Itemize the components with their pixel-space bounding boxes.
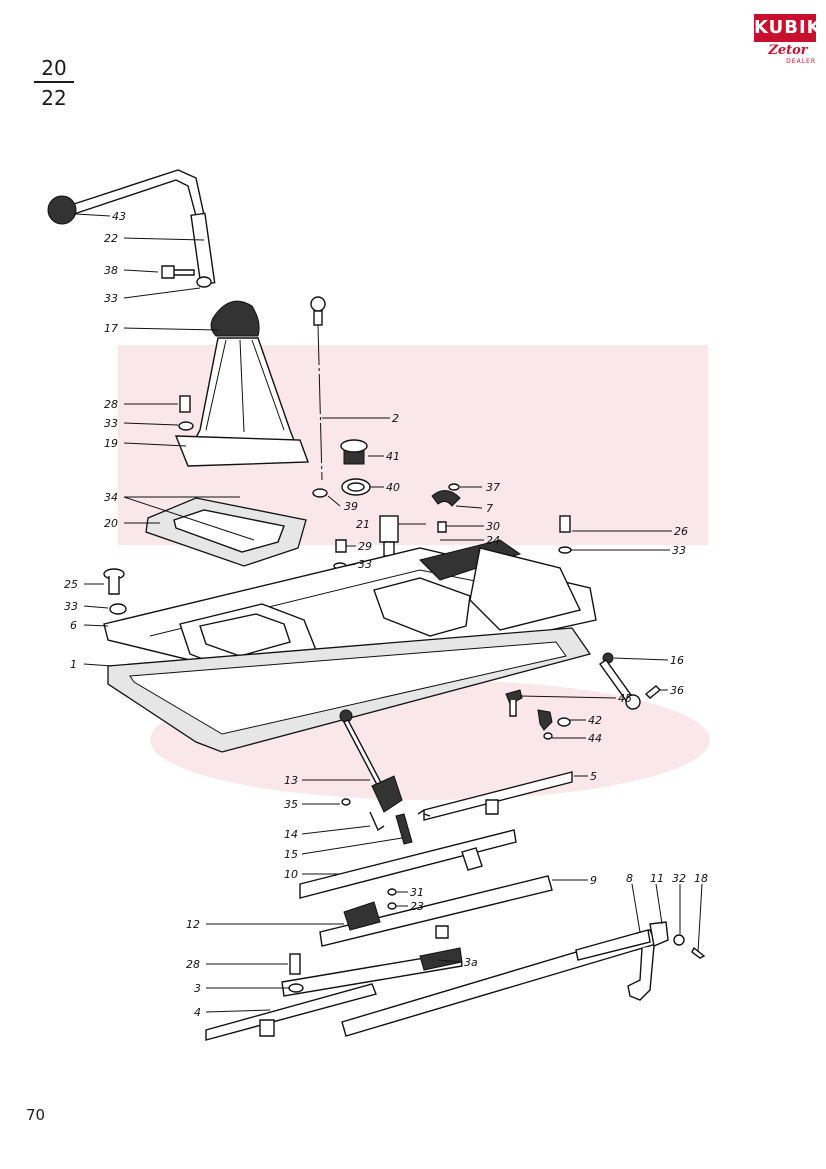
- dealer-logo: KUBIK Zetor DEALER: [754, 14, 821, 66]
- housing-flange: [174, 435, 309, 467]
- callout-3a: 3a: [464, 956, 478, 969]
- callout-9: 9: [590, 874, 597, 887]
- callout-29: 29: [358, 540, 372, 553]
- callout-4: 4: [194, 1006, 201, 1019]
- callout-14: 14: [284, 828, 298, 841]
- callout-41: 41: [386, 450, 400, 463]
- group-numerator: 20: [34, 58, 74, 83]
- callout-33: 33: [64, 600, 78, 613]
- callout-38: 38: [104, 264, 118, 277]
- callout-33: 33: [358, 558, 372, 571]
- callout-2: 2: [392, 412, 399, 425]
- callout-15: 15: [284, 848, 298, 861]
- filler-plug: [340, 439, 371, 496]
- callout-17: 17: [104, 322, 118, 335]
- page-number: 70: [26, 1106, 46, 1124]
- detent-parts: [505, 689, 571, 740]
- callout-19: 19: [104, 437, 118, 450]
- callout-37: 37: [486, 481, 500, 494]
- callout-33: 33: [672, 544, 686, 557]
- callout-3: 3: [194, 982, 201, 995]
- callout-43: 43: [112, 210, 126, 223]
- bolt-28a: [179, 395, 191, 413]
- group-denominator: 22: [41, 86, 67, 110]
- bolt-38: [161, 265, 195, 279]
- callout-12: 12: [186, 918, 200, 931]
- lever-16: [599, 652, 662, 710]
- callout-35: 35: [284, 798, 298, 811]
- callout-labels: 43 22 38 33 17 2 28 33 19 41 40 34 39 37…: [64, 210, 708, 1019]
- callout-13: 13: [284, 774, 298, 787]
- group-number: 20 22: [34, 58, 74, 108]
- washer-33b: [178, 421, 194, 431]
- callout-6: 6: [70, 619, 77, 632]
- callout-1: 1: [70, 658, 77, 671]
- callout-33: 33: [104, 417, 118, 430]
- logo-dealer: DEALER: [786, 58, 816, 65]
- callout-30: 30: [486, 520, 500, 533]
- callout-36: 36: [670, 684, 684, 697]
- gasket-20: [145, 497, 307, 567]
- callout-21: 21: [356, 518, 370, 531]
- fork-11: [627, 921, 706, 1001]
- gasket-1: [107, 627, 592, 753]
- callout-44: 44: [588, 732, 602, 745]
- callout-42: 42: [588, 714, 602, 727]
- callout-28: 28: [104, 398, 118, 411]
- shifter-rails: [205, 771, 657, 1041]
- callout-26: 26: [674, 525, 688, 538]
- cover-plate-6: [103, 539, 597, 687]
- callout-25: 25: [64, 578, 78, 591]
- callout-10: 10: [284, 868, 298, 881]
- callout-11: 11: [650, 872, 664, 885]
- boot-17: [210, 300, 260, 337]
- callout-40: 40: [386, 481, 400, 494]
- washer-33a: [196, 276, 212, 288]
- callout-33: 33: [104, 292, 118, 305]
- logo-brand: KUBIK: [754, 14, 821, 42]
- callout-7: 7: [486, 502, 493, 515]
- gear-lever-assembly: [47, 169, 309, 467]
- callout-8: 8: [626, 872, 633, 885]
- callout-24: 24: [486, 534, 500, 547]
- callout-32: 32: [672, 872, 686, 885]
- callout-23: 23: [410, 900, 424, 913]
- callout-34: 34: [104, 491, 118, 504]
- callout-22: 22: [104, 232, 118, 245]
- callout-5: 5: [590, 770, 597, 783]
- callout-20: 20: [104, 517, 118, 530]
- callout-16: 16: [670, 654, 684, 667]
- callout-28: 28: [186, 958, 200, 971]
- selector-rod-13: [339, 709, 413, 845]
- leader-lines: [75, 213, 703, 1013]
- lever-rod: [73, 169, 205, 217]
- callout-45: 45: [618, 692, 632, 705]
- callout-18: 18: [694, 872, 708, 885]
- bolt-25: [103, 568, 127, 615]
- callout-31: 31: [410, 886, 424, 899]
- logo-sub: Zetor: [768, 43, 808, 58]
- callout-39: 39: [344, 500, 358, 513]
- dipstick-2: [310, 296, 328, 498]
- knob-43: [47, 195, 77, 225]
